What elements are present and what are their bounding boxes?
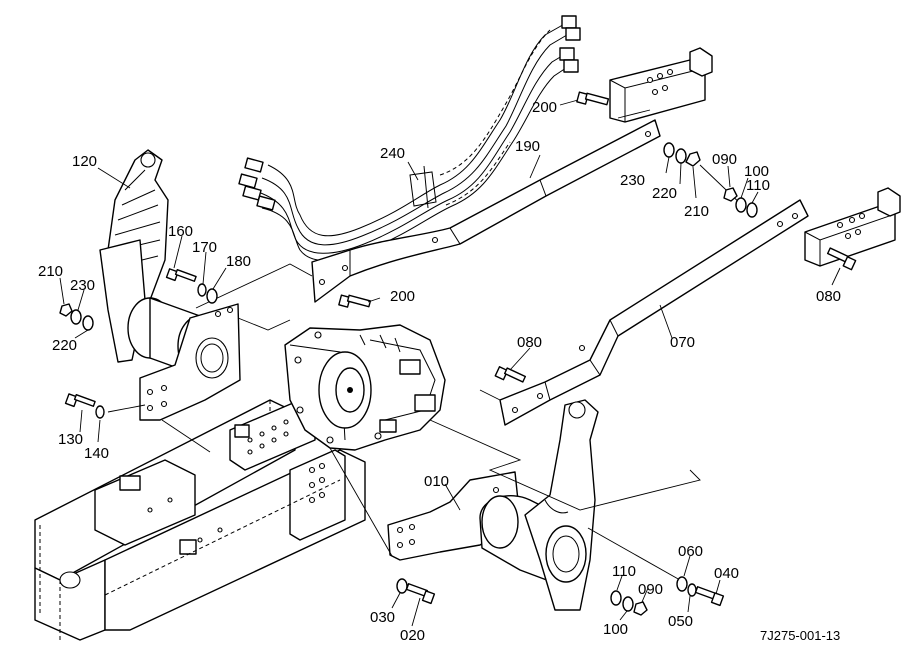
callout-050: 050 [668,613,693,630]
assembly-center-lines [107,109,746,581]
callout-030: 030 [370,609,395,626]
bolt-080-left [494,366,527,383]
callout-220-upper: 220 [652,185,677,202]
lower-frame-bar [499,199,809,426]
callout-230-left: 230 [70,277,95,294]
callout-240: 240 [380,145,405,162]
bolt-washer-040-060 [676,576,725,607]
diagram-reference-code: 7J275-001-13 [760,628,840,643]
callout-080-left: 080 [517,334,542,351]
callout-200-lower: 200 [390,288,415,305]
washer-nut-stack-bottom [610,590,648,616]
callout-110-lower: 110 [612,563,636,580]
callout-170: 170 [192,239,217,256]
upper-right-mount-bracket [609,47,713,123]
callout-220-left: 220 [52,337,77,354]
lower-right-mount-bracket [804,187,901,267]
transmission-housing [284,324,446,451]
callout-180: 180 [226,253,251,270]
bolt-washer-130-140 [64,393,105,419]
callout-060: 060 [678,543,703,560]
callout-100-upper: 100 [744,163,769,180]
callout-020: 020 [400,627,425,644]
left-pivot-arm [99,149,223,377]
callout-210-left: 210 [38,263,63,280]
callout-100-lower: 100 [603,621,628,638]
left-mount-plate [139,303,241,421]
callout-160: 160 [168,223,193,240]
bolt-080-right [826,247,857,271]
callout-leaders [59,99,841,627]
callout-230-upper: 230 [620,172,645,189]
bolt-200-lower [338,294,372,308]
callout-090-upper: 090 [712,151,737,168]
callout-190: 190 [515,138,540,155]
callout-110-upper: 110 [746,177,770,194]
fasteners [59,91,857,616]
callout-040: 040 [714,565,739,582]
callout-200-upper: 200 [532,99,557,116]
washer-nut-stack-left [59,303,94,331]
right-pivot-arm [387,399,599,611]
callout-140: 140 [84,445,109,462]
callout-labels: 240 190 200 230 220 210 090 100 110 080 … [38,99,841,644]
callout-010: 010 [424,473,449,490]
callout-080-right: 080 [816,288,841,305]
bolt-washer-160-180 [165,268,218,304]
chassis-frame [34,399,366,641]
callout-070: 070 [670,334,695,351]
bolt-200-upper [576,91,610,106]
callout-130: 130 [58,431,83,448]
upper-frame-bar [311,119,661,303]
callout-090-lower: 090 [638,581,663,598]
washer-nut-stack-upper [663,142,701,167]
bolt-washer-020-030 [396,578,436,605]
callout-120: 120 [72,153,97,170]
hydraulic-pipe-assembly [238,15,581,262]
callout-210-upper: 210 [684,203,709,220]
